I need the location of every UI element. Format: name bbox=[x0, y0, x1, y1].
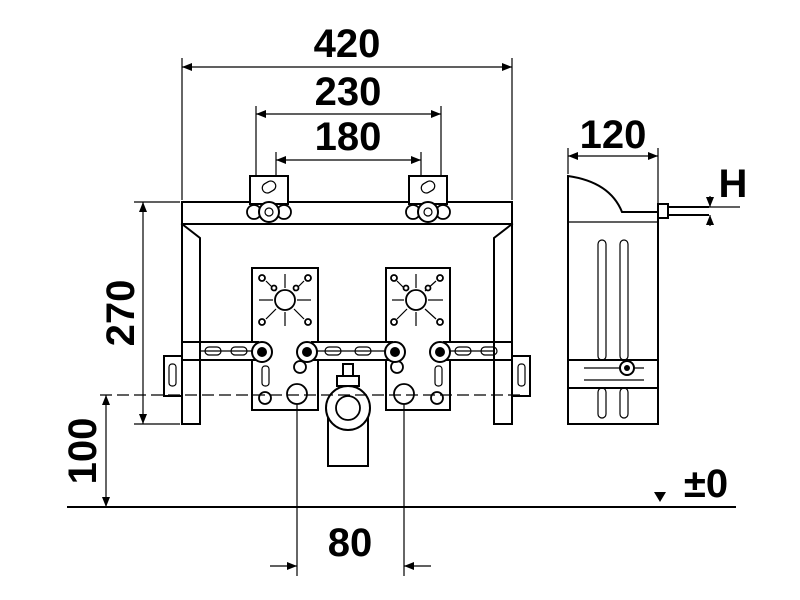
left-foot-bracket bbox=[163, 355, 183, 397]
left-mounting-plate bbox=[251, 267, 319, 411]
dimension-80: 80 bbox=[328, 521, 373, 565]
dimension-230: 230 bbox=[315, 70, 382, 114]
dimension-270: 270 bbox=[99, 280, 143, 347]
right-top-bracket bbox=[405, 175, 451, 223]
crossbar-slots bbox=[204, 346, 498, 356]
dimension-lines bbox=[67, 58, 740, 576]
dimension-420: 420 bbox=[314, 22, 381, 66]
floor-level-label: ±0 bbox=[684, 462, 728, 506]
dimension-120: 120 bbox=[580, 113, 647, 157]
drain-outlet bbox=[325, 363, 371, 467]
dimension-h: H bbox=[719, 162, 748, 206]
dimension-100: 100 bbox=[61, 418, 105, 485]
right-foot-bracket bbox=[511, 355, 531, 397]
right-mounting-plate bbox=[385, 267, 451, 411]
left-top-bracket bbox=[246, 175, 292, 223]
valves bbox=[251, 341, 451, 363]
front-view bbox=[100, 175, 531, 467]
dimension-180: 180 bbox=[315, 115, 382, 159]
side-view bbox=[567, 174, 709, 425]
